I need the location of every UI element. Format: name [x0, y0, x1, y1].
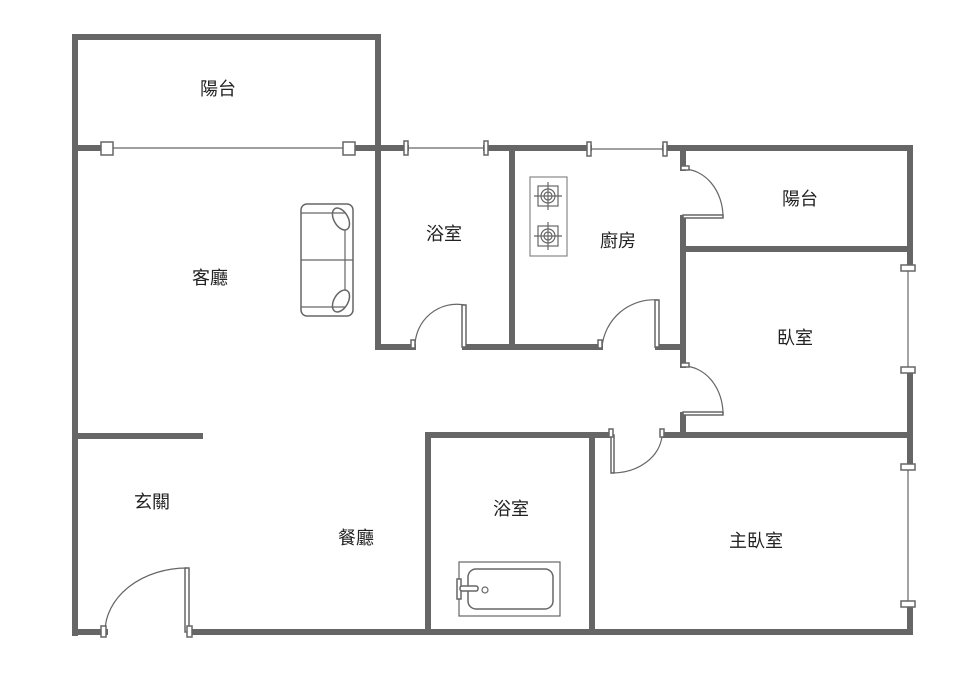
bathroom-1-door	[410, 303, 467, 349]
doors[interactable]	[100, 165, 724, 638]
room-label-living-room: 客廳	[192, 268, 228, 289]
room-label-balcony-top: 陽台	[200, 79, 236, 100]
stove-icon	[529, 176, 568, 257]
bathtub-icon	[456, 561, 561, 617]
kitchen-door	[597, 299, 660, 349]
entry-door	[100, 567, 193, 638]
room-label-kitchen: 廚房	[600, 231, 636, 252]
room-label-foyer: 玄關	[134, 492, 170, 513]
windows	[100, 140, 916, 608]
room-label-bedroom: 臥室	[777, 328, 813, 349]
balcony-door	[680, 165, 724, 219]
room-label-bathroom-1: 浴室	[426, 224, 462, 245]
sofa-icon	[300, 203, 354, 317]
master-bedroom-door	[608, 428, 665, 474]
room-label-dining-room: 餐廳	[338, 528, 374, 549]
room-label-bathroom-2: 浴室	[493, 499, 529, 520]
walls	[72, 34, 913, 636]
bedroom-door	[680, 362, 724, 416]
room-label-master-bedroom: 主臥室	[729, 531, 783, 552]
room-label-balcony-right: 陽台	[782, 189, 818, 210]
